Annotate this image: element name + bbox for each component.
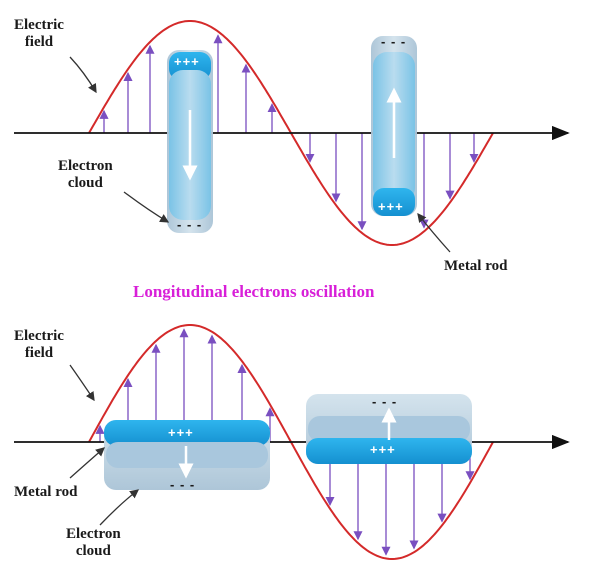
bottom-cloud-leader [99, 489, 140, 526]
label-line: Electric [14, 328, 64, 344]
top-electron-cloud-label: Electron cloud [58, 158, 113, 192]
top-rod2-positive-charge: +++ [378, 199, 404, 214]
bottom-rod2-positive-charge: +++ [370, 442, 396, 457]
top-cloud-leader [123, 191, 170, 223]
top-rod1-positive-charge: +++ [174, 54, 200, 69]
bottom-field-leader [69, 364, 95, 402]
top-rod-2 [371, 36, 417, 216]
bottom-electric-field-label: Electric field [14, 328, 64, 362]
bottom-rod-2 [306, 394, 472, 464]
bottom-rod1-positive-charge: +++ [168, 425, 194, 440]
label-line: cloud [75, 543, 111, 559]
rod-charge-cap [373, 188, 415, 216]
bottom-rod-leader [69, 447, 105, 479]
top-rod-leader [417, 212, 451, 253]
top-rod1-negative-charge: - - - [177, 217, 203, 232]
top-field-leader [69, 56, 97, 94]
bottom-rod-1 [104, 420, 270, 490]
top-field-arrows [99, 34, 479, 231]
label-line: Electric [14, 17, 64, 33]
bottom-rod1-negative-charge: - - - [170, 477, 196, 492]
bottom-metal-rod-label: Metal rod [14, 484, 78, 500]
top-electric-field-label: Electric field [14, 17, 64, 51]
rod-charge-cap [306, 438, 472, 464]
bottom-electron-cloud-label: Electron cloud [66, 526, 121, 560]
bottom-rod2-negative-charge: - - - [372, 394, 398, 409]
label-line: Electron [66, 526, 121, 542]
bottom-panel [14, 324, 570, 560]
top-rod-1 [167, 50, 213, 233]
panel-caption: Longitudinal electrons oscillation [133, 282, 375, 301]
label-line: field [24, 34, 54, 50]
top-rod2-negative-charge: - - - [381, 34, 407, 49]
rod-charge-cap [104, 420, 270, 446]
label-line: field [24, 345, 54, 361]
label-line: Electron [58, 158, 113, 174]
top-metal-rod-label: Metal rod [444, 258, 508, 274]
label-line: cloud [67, 175, 103, 191]
top-panel [14, 20, 570, 253]
